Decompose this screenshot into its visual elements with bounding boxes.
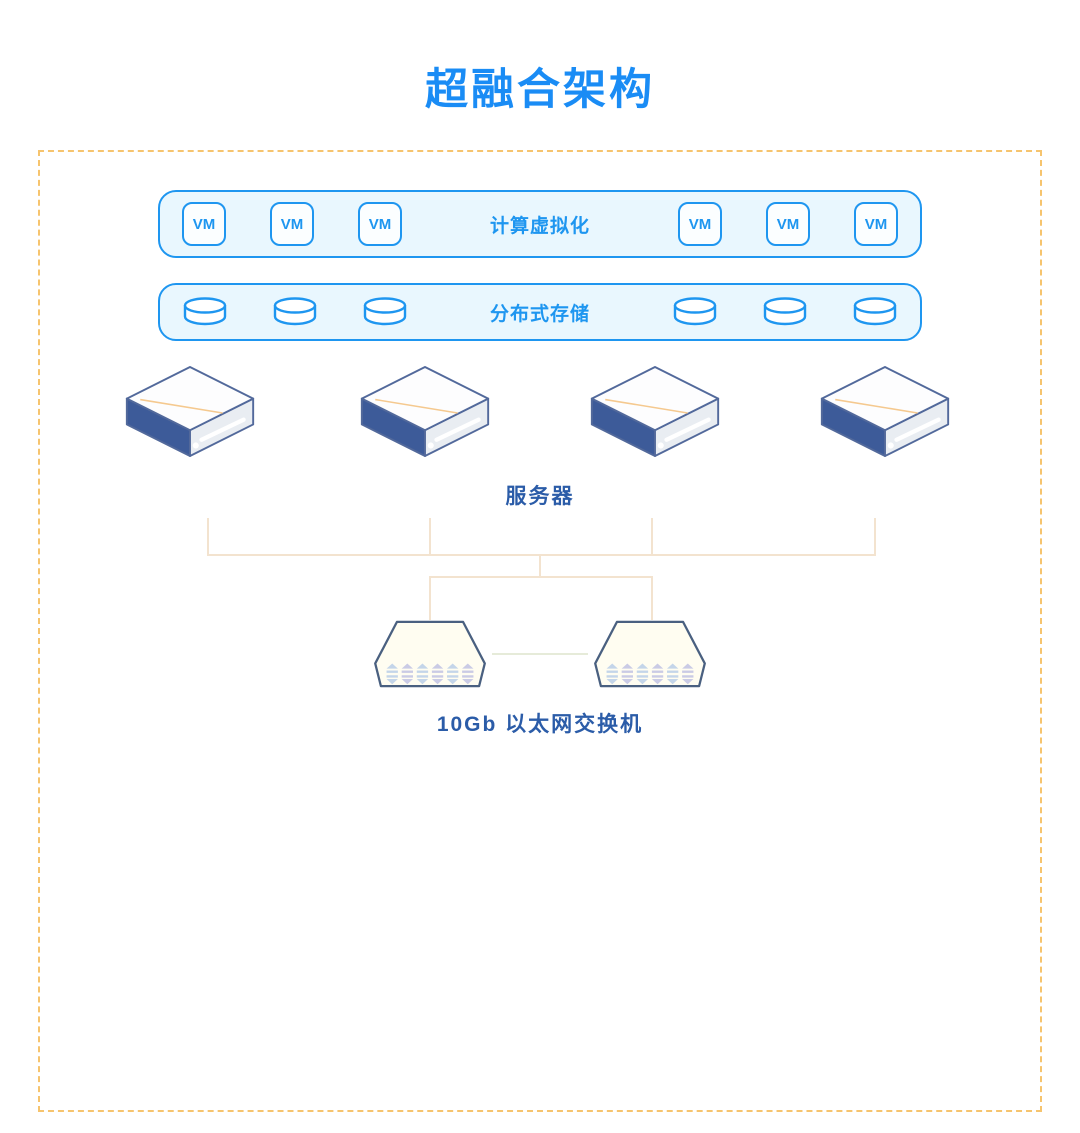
vm-group-left: VM VM VM	[182, 202, 402, 246]
vm-icon: VM	[765, 202, 810, 246]
vm-label: VM	[368, 215, 392, 233]
compute-layer-label: 计算虚拟化	[489, 215, 590, 237]
server-icon	[590, 366, 720, 457]
distributed-storage-layer: 分布式存储	[158, 283, 922, 341]
connector-switch-1	[429, 576, 431, 620]
vm-group-right: VM VM VM	[677, 202, 898, 246]
vm-label: VM	[688, 215, 712, 233]
vm-icon: VM	[270, 202, 314, 246]
disk-icon	[363, 297, 407, 326]
server-label: 服务器	[505, 485, 575, 508]
disk-icon	[853, 297, 897, 326]
storage-layer-label: 分布式存储	[489, 303, 590, 325]
vm-icon: VM	[358, 202, 402, 246]
switch-icon	[594, 620, 706, 688]
compute-virtualization-layer: VM VM VM 计算虚拟化 VM VM VM	[158, 190, 922, 258]
connector-switch-bus	[429, 576, 653, 578]
switch-interlink-line	[492, 653, 588, 655]
server-icon	[820, 366, 950, 457]
vm-label: VM	[280, 215, 304, 233]
vm-icon: VM	[677, 202, 722, 246]
disk-icon	[763, 297, 807, 326]
switch-icon	[374, 620, 486, 688]
disk-group-right	[672, 296, 898, 328]
connector-server-bus	[207, 554, 876, 556]
vm-icon: VM	[853, 202, 898, 246]
vm-label: VM	[864, 215, 888, 233]
connector-center-drop	[539, 554, 541, 578]
diagram-boundary: VM VM VM 计算虚拟化 VM VM VM 分布式存储	[38, 150, 1042, 1112]
disk-icon	[273, 297, 317, 326]
connector-server-3	[651, 518, 653, 556]
connector-server-2	[429, 518, 431, 556]
diagram-title: 超融合架构	[425, 66, 655, 114]
switch-label: 10Gb 以太网交换机	[436, 713, 644, 736]
disk-group-left	[182, 296, 408, 328]
server-icon	[125, 366, 255, 457]
vm-label: VM	[776, 215, 800, 233]
disk-icon	[183, 297, 227, 326]
vm-icon: VM	[182, 202, 226, 246]
vm-label: VM	[192, 215, 216, 233]
connector-server-1	[207, 518, 209, 556]
connector-switch-2	[651, 576, 653, 620]
server-icon	[360, 366, 490, 457]
disk-icon	[673, 297, 717, 326]
connector-server-4	[874, 518, 876, 556]
